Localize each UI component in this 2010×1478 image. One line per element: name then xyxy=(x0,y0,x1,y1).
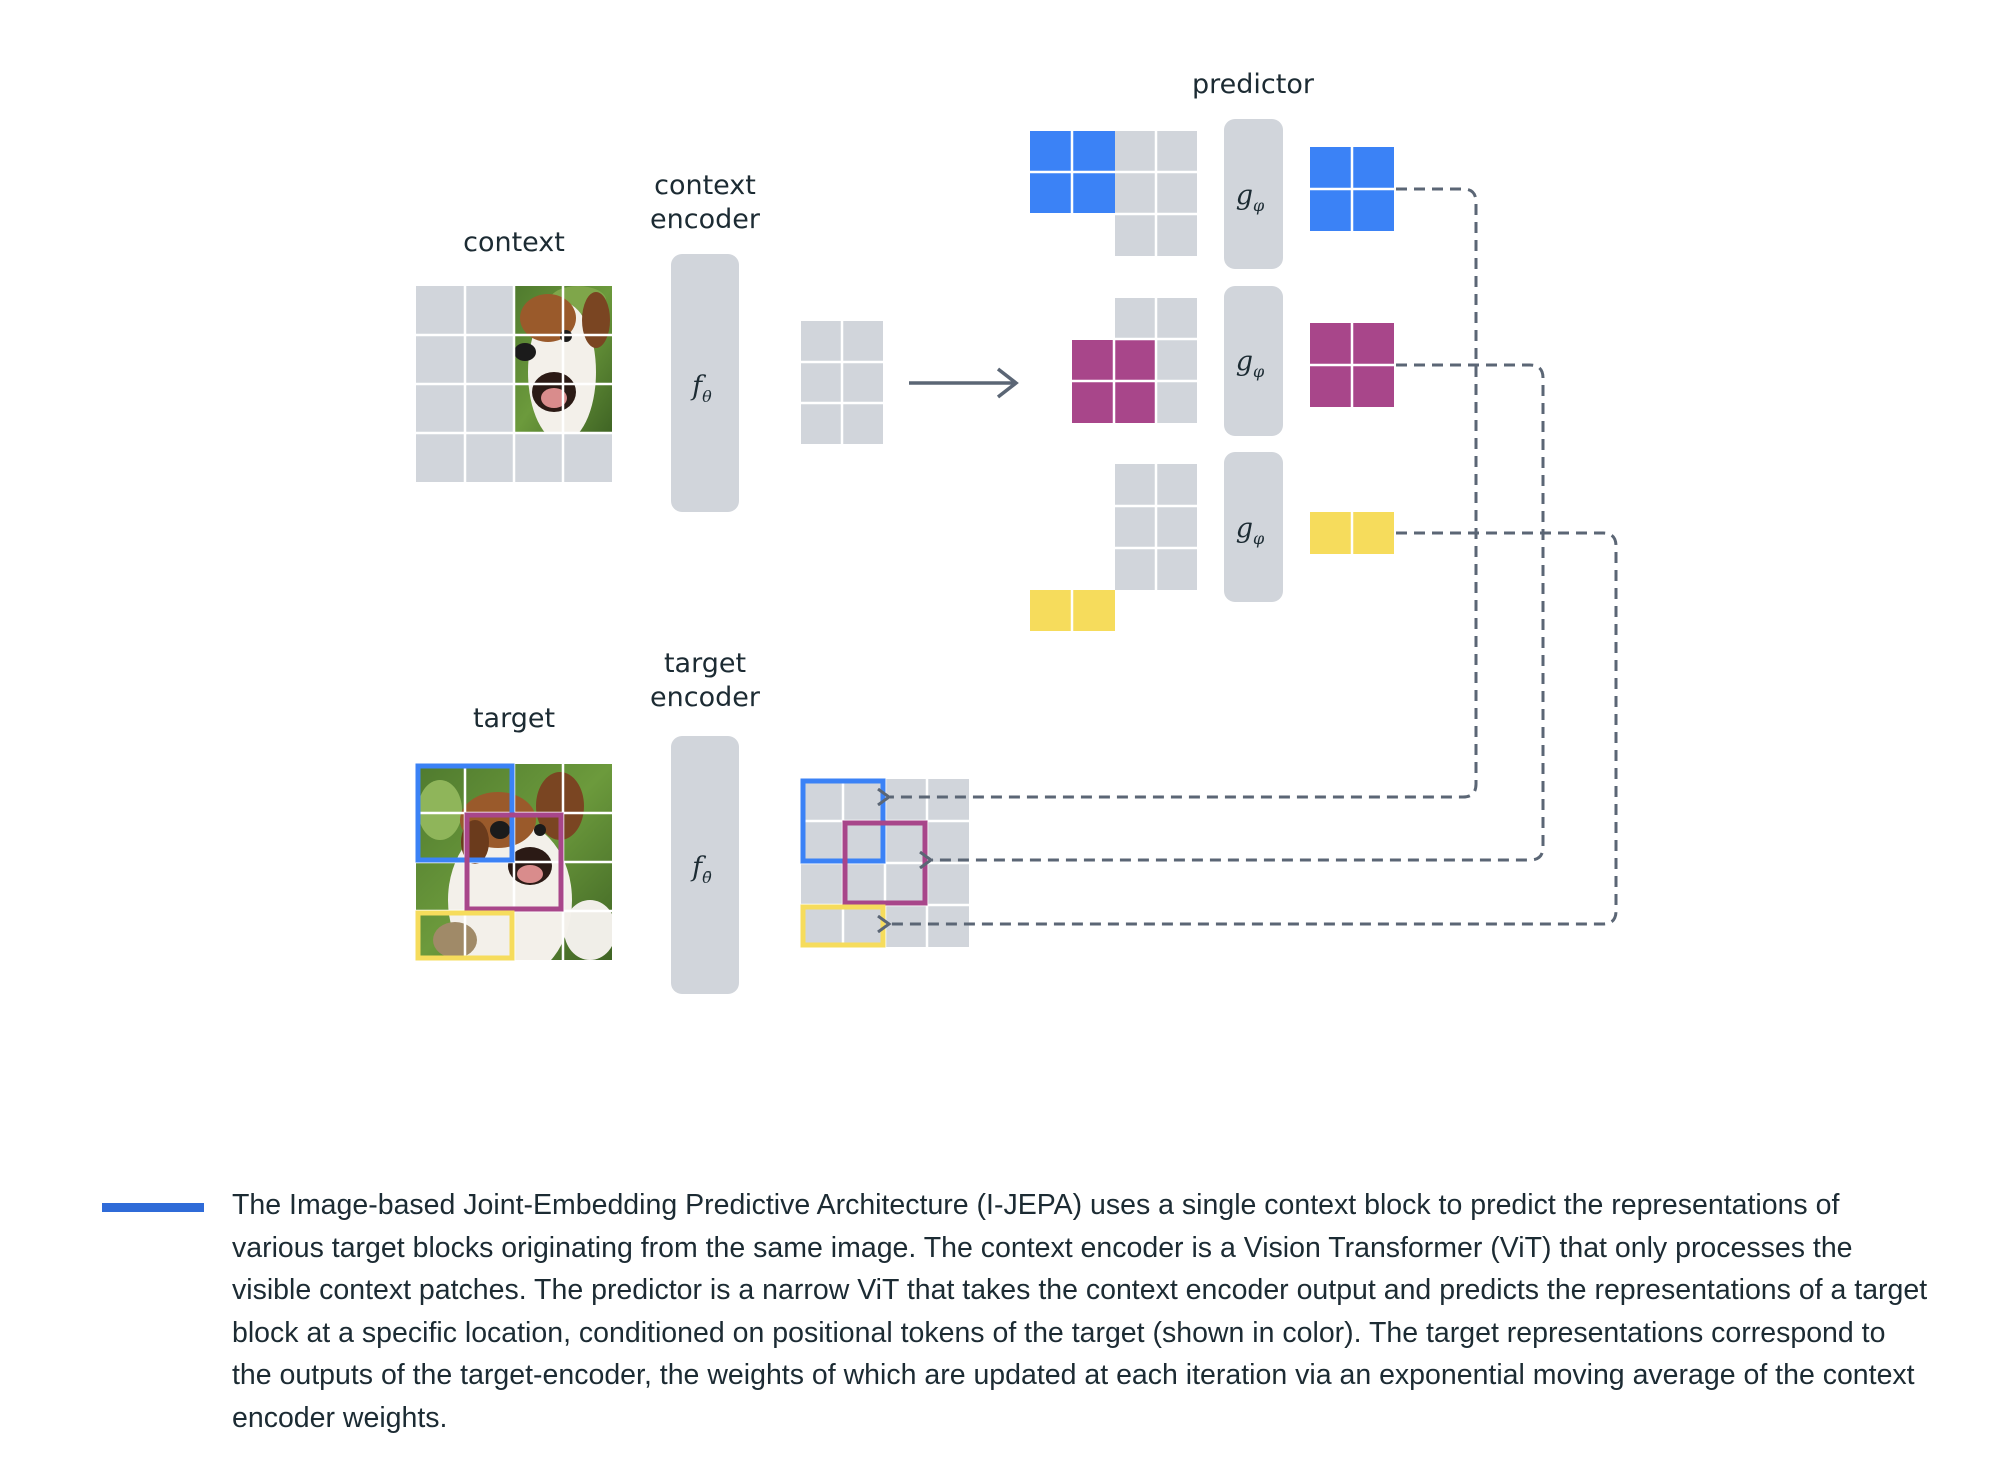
target-image xyxy=(415,763,612,961)
target-block-yellow-outline xyxy=(415,910,515,961)
predictor-input-yellow xyxy=(1030,464,1197,631)
predictor-block-1 xyxy=(1224,119,1283,269)
target-representation-grid xyxy=(800,778,969,948)
predictor-function-3: gφ xyxy=(1236,513,1265,548)
predicted-representation-blue xyxy=(1310,147,1394,231)
predictor-function-2: gφ xyxy=(1236,346,1265,381)
target-encoder-label-line2: encoder xyxy=(650,682,761,713)
context-label: context xyxy=(463,227,565,258)
predictor-block-3 xyxy=(1224,452,1283,602)
dashed-arrow-magenta xyxy=(932,363,1545,860)
context-encoder-label-line2: encoder xyxy=(650,204,761,235)
context-to-predictor-arrow xyxy=(909,367,1019,399)
caption-accent-rule xyxy=(102,1203,204,1212)
predictor-function-1: gφ xyxy=(1236,180,1265,215)
context-representation-grid xyxy=(801,321,883,444)
predicted-representation-yellow xyxy=(1310,512,1394,554)
context-encoder-label-line1: context xyxy=(654,170,756,201)
target-encoder-function: fθ̄ xyxy=(690,852,712,887)
predictor-label: predictor xyxy=(1192,69,1315,100)
dashed-arrow-blue xyxy=(890,187,1478,797)
target-block-magenta-outline xyxy=(464,812,564,912)
predicted-representation-magenta xyxy=(1310,323,1394,407)
context-encoder-block xyxy=(671,254,739,512)
target-encoder-block xyxy=(671,736,739,994)
context-image xyxy=(416,286,612,482)
predictor-block-2 xyxy=(1224,286,1283,436)
context-encoder-function: fθ xyxy=(690,371,712,406)
loss-arrows xyxy=(890,187,1618,924)
i-jepa-architecture-diagram: context context encoder fθ predictor gφ xyxy=(415,69,1618,994)
predictor-input-blue xyxy=(1030,131,1197,256)
predictor-input-magenta xyxy=(1072,298,1197,423)
target-encoder-label-line1: target xyxy=(664,648,746,679)
target-label: target xyxy=(473,703,555,734)
figure-caption: The Image-based Joint-Embedding Predicti… xyxy=(232,1189,1928,1434)
dog-photo-target xyxy=(416,764,612,960)
